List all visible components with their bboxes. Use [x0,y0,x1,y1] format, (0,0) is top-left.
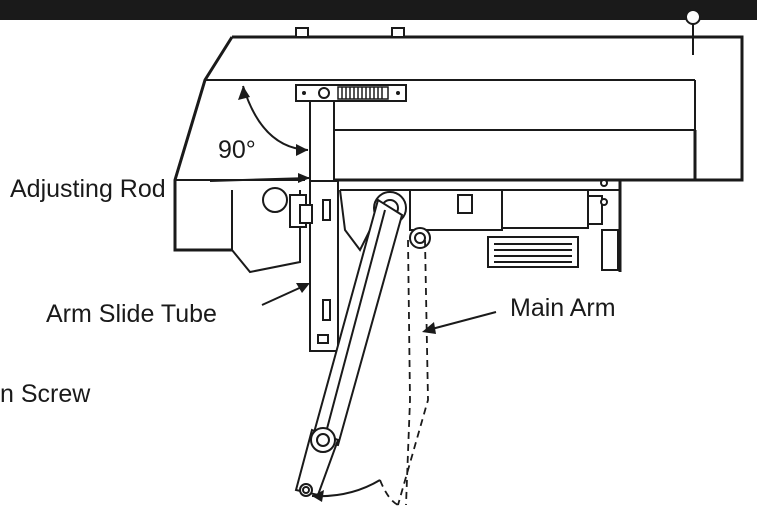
main-arm [294,191,431,497]
main-arm-label: Main Arm [510,294,616,322]
swing-arrowhead [312,490,324,502]
top-band [0,0,757,20]
angle-label: 90° [218,136,256,164]
angle-arrowhead-right [296,144,308,156]
angle-arrowhead-top [238,86,250,100]
slide-tube [309,100,339,352]
screw-label: n Screw [0,380,91,408]
arm-alternate-position [379,239,429,506]
housing [173,9,744,272]
rod-bracket [295,84,407,102]
motor-assembly [409,179,619,271]
arm-slide-tube-label: Arm Slide Tube [46,300,217,328]
leader-lines [209,173,497,334]
left-mechanism [231,187,371,274]
adjusting-rod-label: Adjusting Rod [10,175,166,203]
